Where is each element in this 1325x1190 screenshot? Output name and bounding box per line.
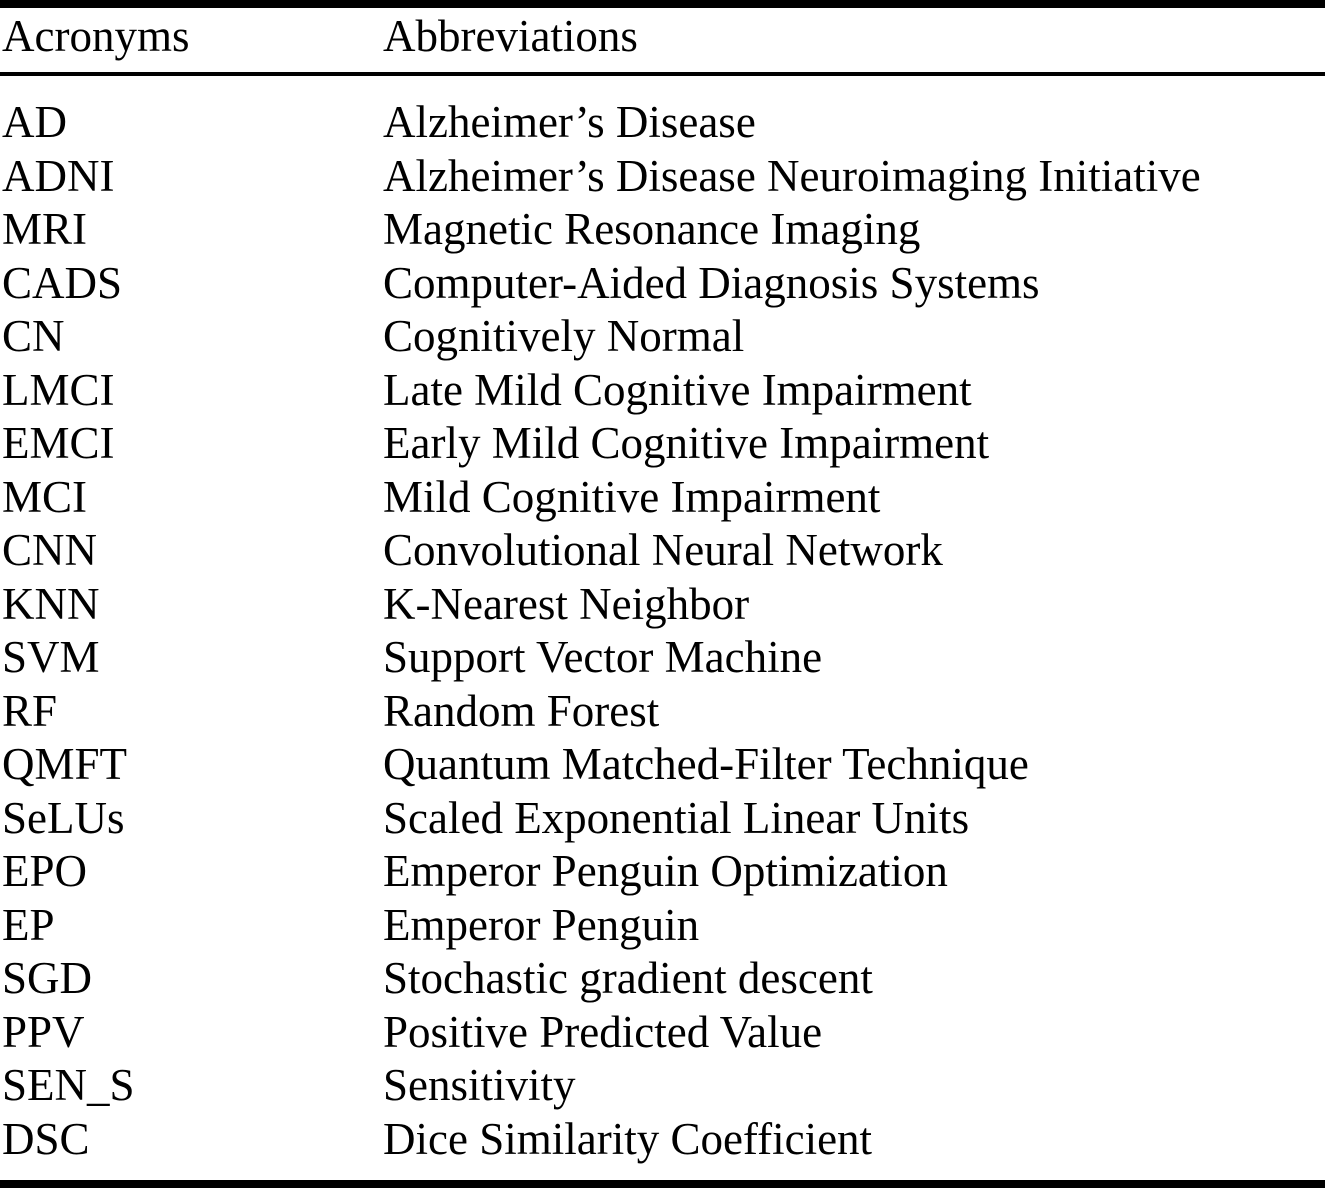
table-row: SeLUs Scaled Exponential Linear Units bbox=[2, 792, 1325, 846]
abbreviation-cell: Magnetic Resonance Imaging bbox=[383, 204, 921, 254]
abbreviation-cell: Late Mild Cognitive Impairment bbox=[383, 364, 972, 415]
table-row: MCI Mild Cognitive Impairment bbox=[2, 471, 1325, 525]
acronym-cell: CADS bbox=[2, 257, 123, 308]
table-row: QMFT Quantum Matched-Filter Technique bbox=[2, 738, 1325, 792]
acronym-cell: SEN_S bbox=[2, 1060, 135, 1110]
abbreviation-cell: Mild Cognitive Impairment bbox=[383, 471, 881, 522]
table-row: LMCI Late Mild Cognitive Impairment bbox=[2, 364, 1325, 418]
column-header-abbreviations: Abbreviations bbox=[383, 11, 638, 61]
abbreviation-cell: Dice Similarity Coefficient bbox=[383, 1113, 873, 1164]
acronym-cell: QMFT bbox=[2, 739, 128, 789]
acronym-cell: ADNI bbox=[2, 150, 115, 201]
abbreviation-cell: Scaled Exponential Linear Units bbox=[383, 792, 970, 843]
acronym-cell: EPO bbox=[2, 846, 88, 896]
table-row: EMCI Early Mild Cognitive Impairment bbox=[2, 417, 1325, 471]
abbreviation-cell: Emperor Penguin bbox=[383, 899, 700, 950]
acronym-cell: SGD bbox=[2, 953, 93, 1003]
table-row: CNN Convolutional Neural Network bbox=[2, 524, 1325, 578]
table-row: CN Cognitively Normal bbox=[2, 310, 1325, 364]
acronym-cell: AD bbox=[2, 97, 67, 147]
abbreviation-cell: Emperor Penguin Optimization bbox=[383, 846, 948, 896]
table-bottom-rule bbox=[0, 1180, 1325, 1188]
acronym-cell: SeLUs bbox=[2, 792, 125, 843]
abbreviation-cell: Alzheimer’s Disease bbox=[383, 97, 756, 147]
acronym-cell: EMCI bbox=[2, 418, 115, 468]
acronym-cell: MCI bbox=[2, 471, 88, 522]
table-row: ADNI Alzheimer’s Disease Neuroimaging Ini… bbox=[2, 150, 1325, 204]
table-header-row: Acronyms Abbreviations bbox=[2, 6, 1325, 66]
acronym-cell: EP bbox=[2, 899, 55, 950]
table-row: SVM Support Vector Machine bbox=[2, 631, 1325, 685]
abbreviation-cell: Alzheimer’s Disease Neuroimaging Initiat… bbox=[383, 150, 1201, 201]
acronym-cell: SVM bbox=[2, 632, 100, 682]
table-row: RF Random Forest bbox=[2, 685, 1325, 739]
table-row: KNN K-Nearest Neighbor bbox=[2, 578, 1325, 632]
acronym-cell: LMCI bbox=[2, 364, 115, 415]
table-row: SGD Stochastic gradient descent bbox=[2, 952, 1325, 1006]
acronym-cell: CNN bbox=[2, 525, 98, 575]
column-header-acronyms: Acronyms bbox=[2, 11, 190, 61]
acronym-cell: KNN bbox=[2, 578, 100, 629]
table-row: CADS Computer-Aided Diagnosis Systems bbox=[2, 257, 1325, 311]
table-row: MRI Magnetic Resonance Imaging bbox=[2, 203, 1325, 257]
acronym-cell: DSC bbox=[2, 1113, 90, 1164]
abbreviation-cell: K-Nearest Neighbor bbox=[383, 578, 750, 629]
abbreviation-cell: Sensitivity bbox=[383, 1060, 576, 1110]
table-row: PPV Positive Predicted Value bbox=[2, 1006, 1325, 1060]
acronym-cell: RF bbox=[2, 685, 58, 736]
abbreviation-cell: Stochastic gradient descent bbox=[383, 953, 873, 1003]
abbreviation-cell: Random Forest bbox=[383, 685, 660, 736]
abbreviation-cell: Convolutional Neural Network bbox=[383, 525, 943, 575]
abbreviation-cell: Computer-Aided Diagnosis Systems bbox=[383, 257, 1040, 308]
abbreviation-cell: Support Vector Machine bbox=[383, 632, 823, 682]
table-top-rule bbox=[0, 0, 1325, 8]
acronym-cell: CN bbox=[2, 311, 65, 361]
acronym-cell: MRI bbox=[2, 204, 88, 254]
table-row: AD Alzheimer’s Disease bbox=[2, 96, 1325, 150]
table-row: SEN_S Sensitivity bbox=[2, 1059, 1325, 1113]
table-header-rule bbox=[0, 72, 1325, 76]
table-row: EPO Emperor Penguin Optimization bbox=[2, 845, 1325, 899]
abbreviation-cell: Quantum Matched-Filter Technique bbox=[383, 739, 1029, 789]
abbreviation-cell: Positive Predicted Value bbox=[383, 1006, 823, 1057]
abbreviation-cell: Early Mild Cognitive Impairment bbox=[383, 418, 990, 468]
acronym-cell: PPV bbox=[2, 1006, 85, 1057]
abbreviation-cell: Cognitively Normal bbox=[383, 311, 745, 361]
table-row: DSC Dice Similarity Coefficient bbox=[2, 1113, 1325, 1167]
table-row: EP Emperor Penguin bbox=[2, 899, 1325, 953]
